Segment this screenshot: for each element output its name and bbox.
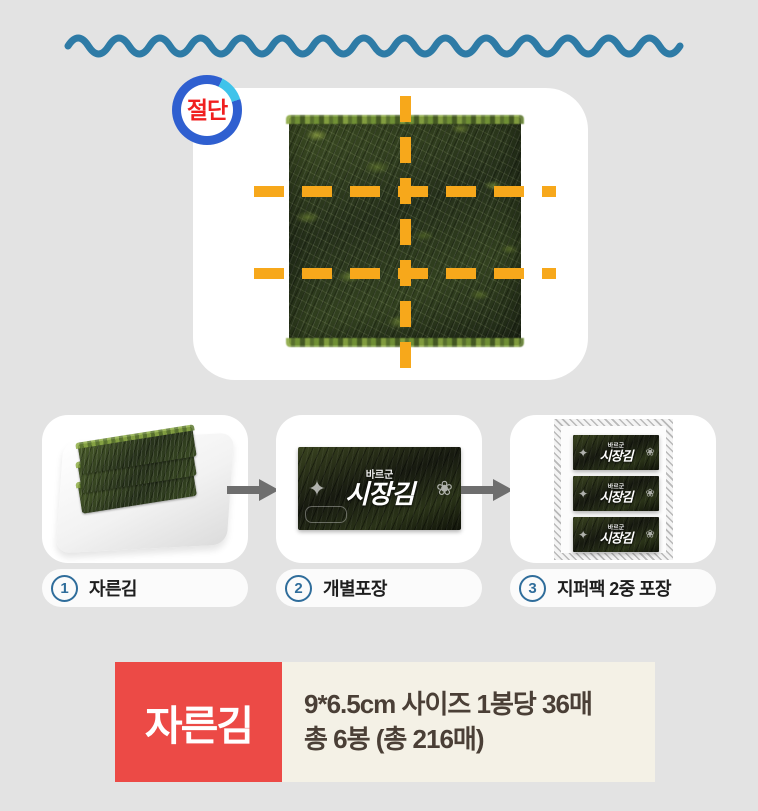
step-1-label-pill: 1 자른김 (42, 569, 248, 607)
cutting-badge-label: 절단 (186, 96, 228, 123)
package-brand-top: 바르군 (365, 469, 394, 481)
step-3-number: 3 (519, 574, 546, 602)
package-brand: 바르군 시장김 (599, 443, 634, 463)
process-step-2: ✦ ❀ 바르군 시장김 2 개별포장 (276, 415, 482, 607)
package-mark-right: ❀ (436, 477, 453, 500)
product-package: ✦ ❀ 바르군 시장김 (573, 476, 659, 511)
package-mark-left: ✦ (578, 486, 589, 501)
package-brand-main: 시장김 (345, 478, 415, 509)
package-brand-top: 바르군 (607, 484, 625, 490)
wave-divider-svg (64, 34, 684, 58)
step-1-photo (42, 415, 248, 563)
package-brand: 바르군 시장김 (599, 484, 634, 504)
process-step-1: 1 자른김 (42, 415, 248, 607)
spec-line-2: 총 6봉 (총 216매) (304, 724, 485, 754)
cutting-badge-inner: 절단 (181, 84, 233, 136)
package-brand: 바르군 시장김 (599, 525, 634, 545)
step-2-number: 2 (285, 574, 312, 602)
step-3-text: 지퍼팩 2중 포장 (557, 579, 672, 599)
product-package: ✦ ❀ 바르군 시장김 (573, 435, 659, 470)
arrow-right-icon (461, 478, 513, 502)
step-3-label-pill: 3 지퍼팩 2중 포장 (510, 569, 716, 607)
package-mark-right: ❀ (645, 528, 655, 540)
product-package: ✦ ❀ 바르군 시장김 (573, 517, 659, 552)
package-badge (305, 506, 347, 523)
arrow-right-icon-svg (461, 479, 513, 501)
spec-line-1: 9*6.5cm 사이즈 1봉당 36매 (304, 689, 593, 720)
step-3-photo: ✦ ❀ 바르군 시장김 ✦ ❀ 바르군 시장김 ✦ (510, 415, 716, 563)
cut-guide-horizontal-bottom (254, 268, 556, 279)
step-2-photo: ✦ ❀ 바르군 시장김 (276, 415, 482, 563)
spec-body: 9*6.5cm 사이즈 1봉당 36매 총 6봉 (총 216매) (282, 662, 655, 782)
process-steps: 1 자른김 ✦ ❀ 바르군 시장김 2 개별포장 (0, 415, 758, 610)
package-mark-left: ✦ (578, 445, 589, 460)
zipper-bag: ✦ ❀ 바르군 시장김 ✦ ❀ 바르군 시장김 ✦ (554, 419, 673, 560)
cutting-badge: 절단 (172, 75, 242, 145)
step-1-number: 1 (51, 574, 78, 602)
package-mark-left: ✦ (578, 527, 589, 542)
cut-guide-horizontal-top (254, 186, 556, 197)
package-brand: 바르군 시장김 (345, 469, 415, 509)
package-mark-left: ✦ (307, 475, 327, 501)
package-brand-main: 시장김 (599, 489, 634, 504)
process-step-3: ✦ ❀ 바르군 시장김 ✦ ❀ 바르군 시장김 ✦ (510, 415, 716, 607)
arrow-right-icon (227, 478, 279, 502)
arrow-right-icon-svg (227, 479, 279, 501)
package-mark-right: ❀ (645, 487, 655, 499)
spec-tag: 자른김 (115, 662, 282, 782)
wave-divider (0, 18, 758, 64)
package-brand-main: 시장김 (599, 448, 634, 463)
package-brand-top: 바르군 (607, 443, 625, 449)
package-mark-right: ❀ (645, 446, 655, 458)
product-package: ✦ ❀ 바르군 시장김 (298, 447, 461, 530)
package-brand-main: 시장김 (599, 530, 634, 545)
spec-tag-label: 자른김 (144, 703, 254, 749)
spec-banner: 자른김 9*6.5cm 사이즈 1봉당 36매 총 6봉 (총 216매) (115, 662, 655, 782)
step-2-text: 개별포장 (323, 579, 387, 599)
cut-guide-vertical (400, 96, 411, 369)
step-2-label-pill: 2 개별포장 (276, 569, 482, 607)
step-1-text: 자른김 (89, 579, 137, 599)
package-brand-top: 바르군 (607, 525, 625, 531)
